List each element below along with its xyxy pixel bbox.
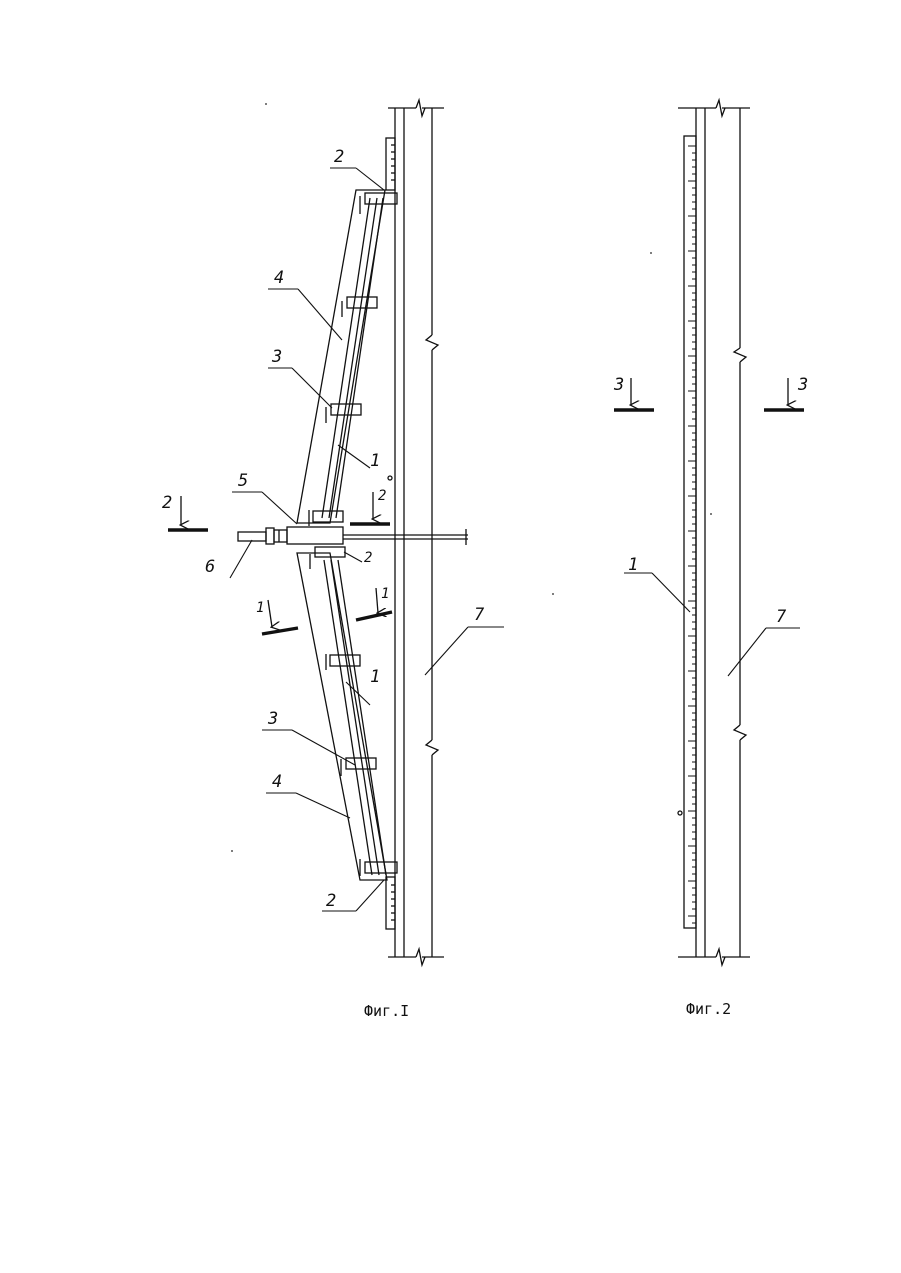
wall-7-fig2 (678, 100, 750, 965)
section-mark-2-left (168, 496, 208, 530)
section-label-3-right: 3 (797, 375, 808, 395)
callout-2-mid: 2 (364, 550, 372, 566)
callout-5: 5 (238, 471, 248, 491)
callout-1-mid: 1 (370, 667, 380, 687)
section-label-2-right: 2 (378, 488, 386, 504)
section-label-1-right: 1 (381, 586, 389, 602)
scale-strip-top (386, 138, 395, 190)
upper-panel-4 (297, 190, 385, 523)
callout-7: 7 (474, 605, 485, 625)
leader-lines-fig2 (624, 573, 800, 676)
mark-dot-fig2 (678, 811, 682, 815)
mark-dot (388, 476, 392, 480)
callout-3-top: 3 (271, 347, 282, 367)
section-label-1-left: 1 (256, 600, 264, 616)
callout-1-top: 1 (370, 451, 380, 471)
wall-7 (388, 100, 444, 965)
figure-1-caption: Фиг.I (364, 1002, 409, 1020)
callout-2-top: 2 (334, 147, 344, 167)
callout-4-top: 4 (274, 268, 284, 288)
rod-6 (238, 528, 287, 544)
scale-ticks (688, 146, 696, 923)
callout-4-bottom: 4 (272, 772, 282, 792)
callout-6: 6 (205, 557, 215, 577)
callout-1-fig2: 1 (628, 555, 638, 575)
section-mark-1-left (262, 600, 298, 634)
hinge-5 (287, 527, 468, 545)
scan-specks (231, 103, 712, 852)
figure-2-caption: Фиг.2 (686, 1000, 731, 1018)
callout-2-bottom: 2 (326, 891, 336, 911)
scale-bar-1 (684, 136, 696, 928)
callout-7-fig2: 7 (776, 607, 787, 627)
callout-3-bottom: 3 (267, 709, 278, 729)
figure-1 (168, 100, 504, 965)
section-label-3-left: 3 (613, 375, 624, 395)
section-label-2-left: 2 (162, 493, 172, 513)
scale-strip-bottom (386, 877, 395, 929)
lower-panel-4 (297, 553, 387, 880)
figure-2 (614, 100, 804, 965)
